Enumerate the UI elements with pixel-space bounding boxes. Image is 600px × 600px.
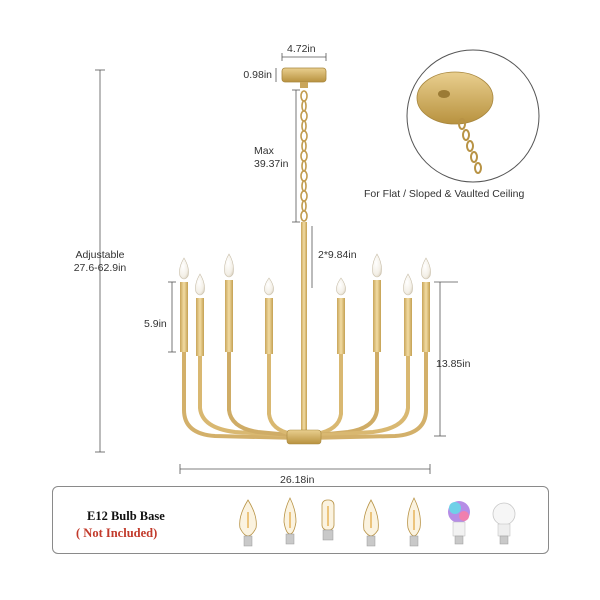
candle-filament-bulb-icon xyxy=(239,499,257,547)
rgb-smart-bulb-icon xyxy=(448,501,470,545)
flame-tip-bulb-icon xyxy=(407,497,421,547)
downrod xyxy=(301,222,307,434)
torpedo-bulb-icon xyxy=(363,499,379,547)
ceiling-inset xyxy=(406,49,540,183)
downrod-label: 2*9.84in xyxy=(318,249,357,261)
bent-tip-bulb-icon xyxy=(283,497,297,545)
ceiling-caption: For Flat / Sloped & Vaulted Ceiling xyxy=(364,188,525,200)
center-hub xyxy=(286,429,322,445)
adjustable-label: Adjustable xyxy=(75,249,125,261)
tubular-bulb-icon xyxy=(321,499,335,541)
candle-sleeves xyxy=(180,280,430,356)
body-height-label: 13.85in xyxy=(436,358,471,370)
bulb-base-title: E12 Bulb Base xyxy=(87,509,165,523)
chain-length-label: 39.37in xyxy=(254,158,289,170)
bulb-icons xyxy=(239,497,516,547)
bulb-not-included-note: ( Not Included) xyxy=(76,526,158,540)
canopy xyxy=(281,67,327,88)
globe-led-bulb-icon xyxy=(492,502,516,545)
adjustable-range-label: 27.6-62.9in xyxy=(73,262,127,274)
candle-height-label: 5.9in xyxy=(144,318,167,330)
overall-width-label: 26.18in xyxy=(280,474,315,486)
chain xyxy=(300,90,308,222)
chain-label-max: Max xyxy=(254,145,274,157)
canopy-width-label: 4.72in xyxy=(287,43,316,55)
arms xyxy=(182,348,428,440)
candle-bulbs xyxy=(179,253,431,296)
dimension-lines xyxy=(95,53,458,474)
bulb-base-panel xyxy=(52,486,549,554)
canopy-height-label: 0.98in xyxy=(243,69,272,81)
